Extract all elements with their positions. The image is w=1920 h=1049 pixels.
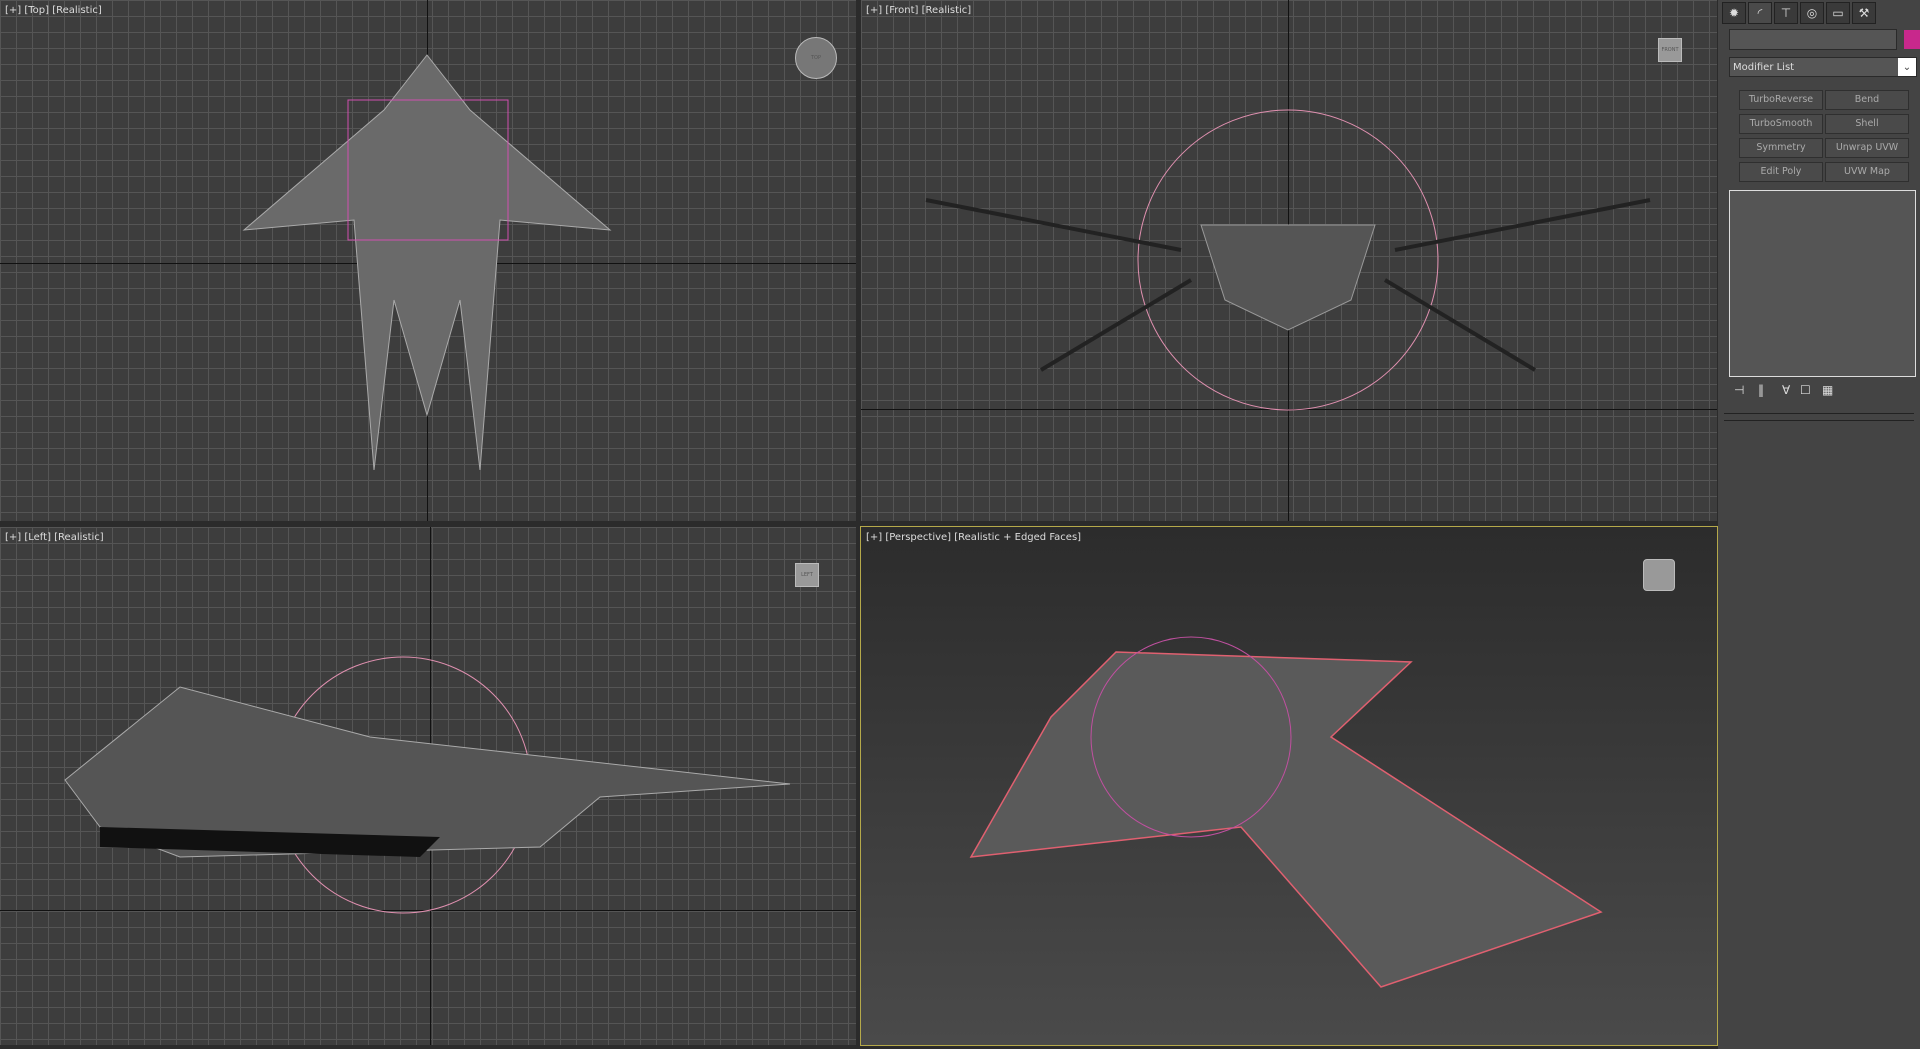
viewport-front[interactable]: FRONT [+] [Front] [Realistic]	[861, 0, 1717, 521]
turboreverse-button[interactable]: TurboReverse	[1739, 90, 1823, 110]
command-panel: ✹ ◜ ⊤ ◎ ▭ ⚒ Modifier List⌄ TurboReverse …	[1718, 0, 1920, 1049]
show-end-result-icon[interactable]: ‖	[1758, 383, 1764, 397]
shell-button[interactable]: Shell	[1825, 114, 1909, 134]
object-color-swatch[interactable]	[1904, 30, 1920, 49]
turbosmooth-button[interactable]: TurboSmooth	[1739, 114, 1823, 134]
utilities-icon[interactable]: ⚒	[1852, 2, 1876, 24]
viewport-left[interactable]: LEFT [+] [Left] [Realistic]	[0, 527, 856, 1045]
spaceship-model-left[interactable]	[0, 527, 856, 1045]
viewcube[interactable]: TOP	[795, 37, 837, 79]
spaceship-model-perspective[interactable]	[861, 527, 1718, 1046]
pin-stack-icon[interactable]: ⊣	[1734, 383, 1745, 397]
viewcube[interactable]	[1643, 559, 1675, 591]
viewport-label[interactable]: [+] [Top] [Realistic]	[5, 5, 102, 16]
spaceship-model-front[interactable]	[861, 0, 1717, 521]
remove-modifier-icon[interactable]: ☐	[1800, 383, 1811, 397]
viewport-perspective[interactable]: [+] [Perspective] [Realistic + Edged Fac…	[860, 526, 1718, 1046]
create-icon[interactable]: ✹	[1722, 2, 1746, 24]
edit-poly-button[interactable]: Edit Poly	[1739, 162, 1823, 182]
display-icon[interactable]: ▭	[1826, 2, 1850, 24]
viewport-label[interactable]: [+] [Perspective] [Realistic + Edged Fac…	[866, 532, 1082, 543]
uvw-map-button[interactable]: UVW Map	[1825, 162, 1909, 182]
modifier-list-dropdown[interactable]: Modifier List ⌄	[1729, 57, 1917, 77]
hierarchy-icon[interactable]: ⊤	[1774, 2, 1798, 24]
viewport-top[interactable]: TOP [+] [Top] [Realistic]	[0, 0, 856, 521]
configure-modifier-sets-icon[interactable]: ▦	[1822, 383, 1834, 397]
motion-icon[interactable]: ◎	[1800, 2, 1824, 24]
divider	[1724, 413, 1914, 414]
bend-button[interactable]: Bend	[1825, 90, 1909, 110]
make-unique-icon[interactable]: ∀	[1782, 383, 1791, 397]
symmetry-button[interactable]: Symmetry	[1739, 138, 1823, 158]
viewcube[interactable]: FRONT	[1658, 38, 1682, 62]
modifier-list-label: Modifier List	[1733, 62, 1795, 73]
viewport-label[interactable]: [+] [Left] [Realistic]	[5, 532, 104, 543]
modify-icon[interactable]: ◜	[1748, 2, 1772, 24]
unwrap-uvw-button[interactable]: Unwrap UVW	[1825, 138, 1909, 158]
command-panel-tabs: ✹ ◜ ⊤ ◎ ▭ ⚒	[1722, 2, 1876, 24]
object-name-input[interactable]	[1729, 29, 1897, 50]
chevron-down-icon[interactable]: ⌄	[1898, 58, 1916, 76]
viewport-label[interactable]: [+] [Front] [Realistic]	[866, 5, 972, 16]
divider	[1724, 420, 1914, 421]
viewcube[interactable]: LEFT	[795, 563, 819, 587]
modifier-stack[interactable]	[1729, 190, 1916, 377]
spaceship-model-top[interactable]	[0, 0, 856, 521]
